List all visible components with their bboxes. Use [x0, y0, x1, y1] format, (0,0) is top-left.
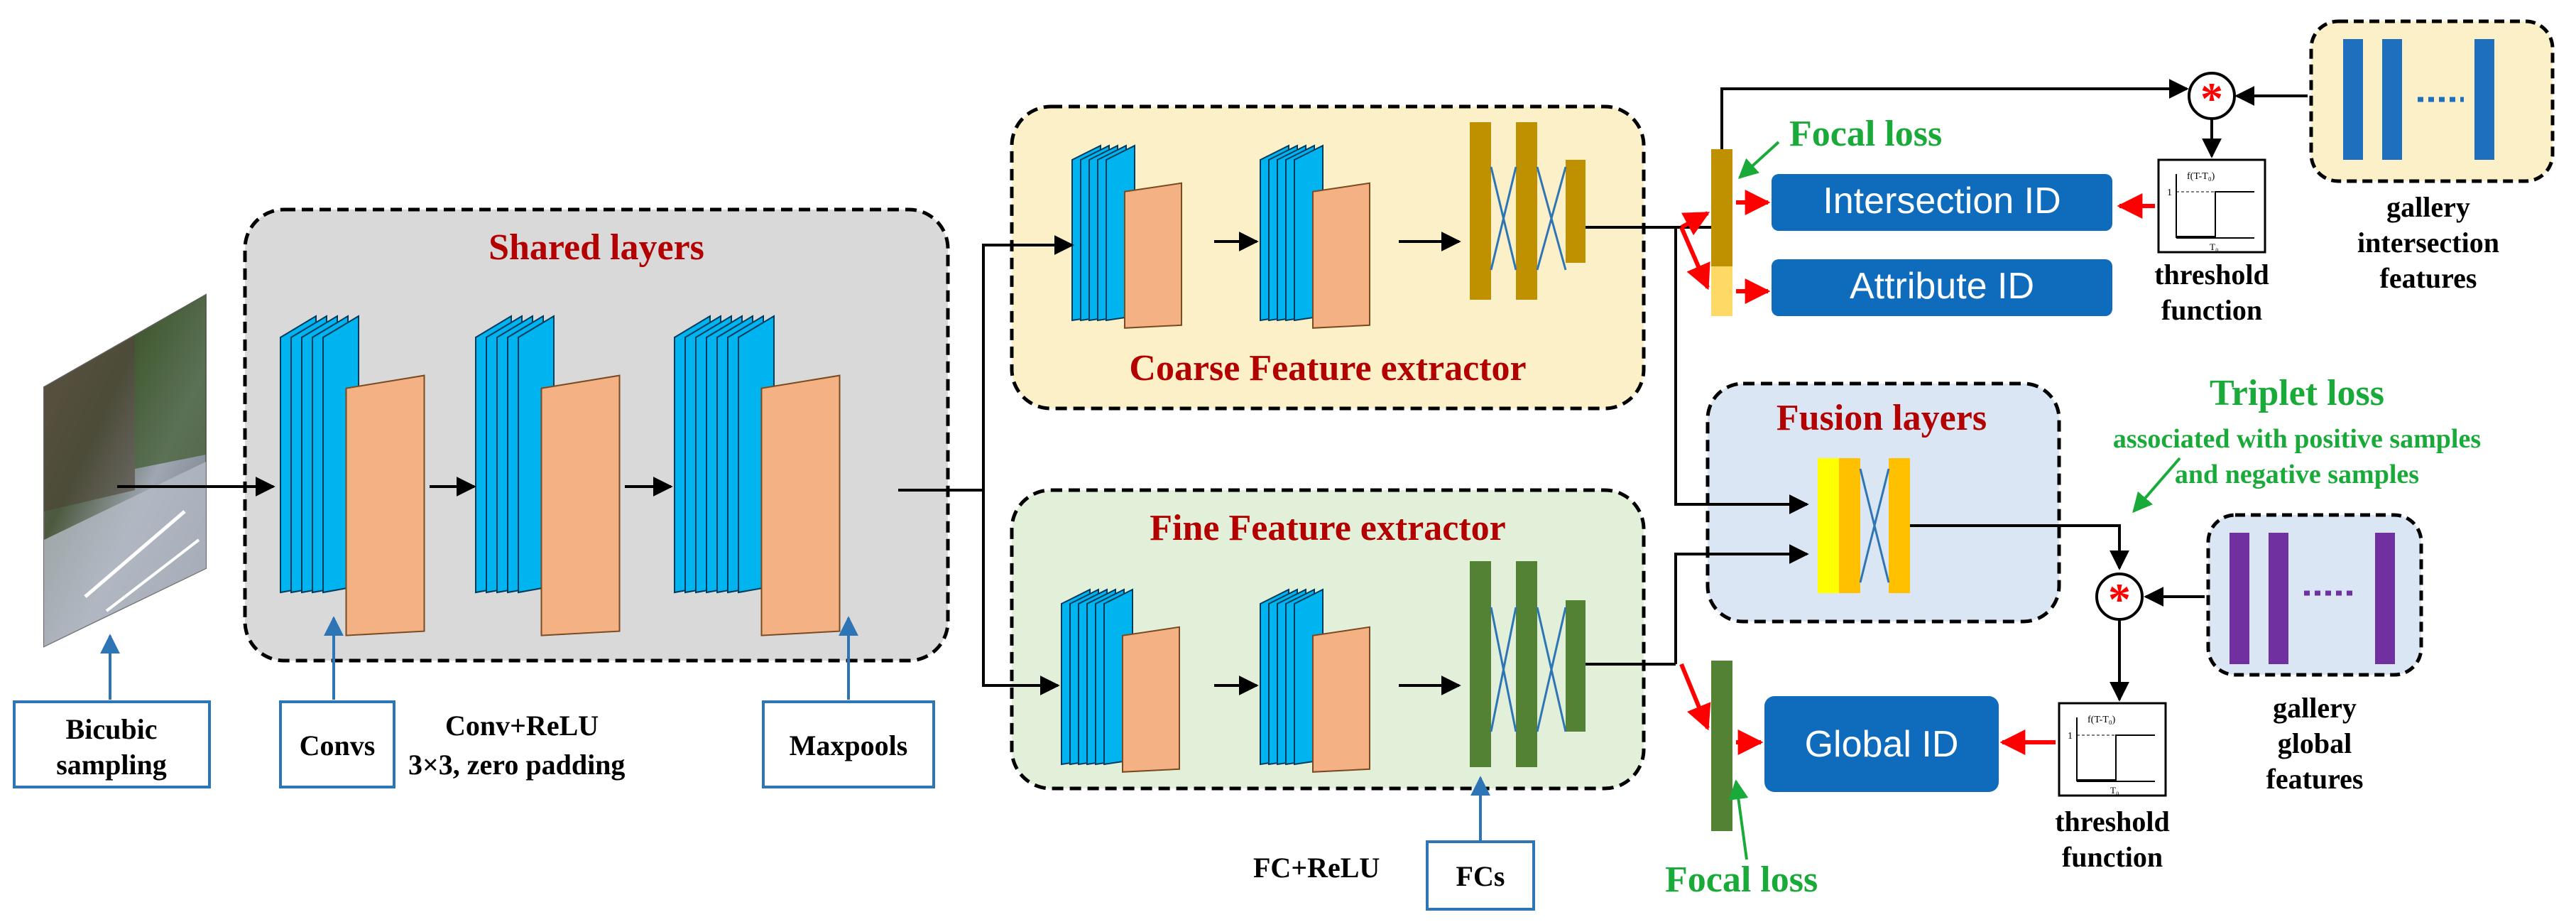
focal-loss-top-label: Focal loss	[1789, 114, 1942, 154]
intersection-id-box	[1772, 174, 2112, 231]
attribute-id-box	[1772, 259, 2112, 316]
fine-stack-1	[1061, 588, 1180, 773]
bicubic-line2: sampling	[56, 749, 167, 781]
attribute-feature-vector	[1711, 266, 1732, 316]
threshold-top-line2: function	[2161, 294, 2262, 326]
multiply-node-top	[2188, 72, 2236, 120]
coarse-conv-stacks	[1071, 144, 1370, 329]
flow-arrows	[117, 79, 2308, 702]
graph-bottom-t0-label: T₀	[2110, 785, 2119, 796]
gallery-global-line3: features	[2266, 763, 2364, 795]
attribute-id-label: Attribute ID	[1850, 266, 2034, 307]
fine-conv-stacks	[1061, 588, 1370, 773]
threshold-bottom-line2: function	[2062, 841, 2163, 873]
global-id-label: Global ID	[1805, 724, 1959, 765]
maxpools-box	[762, 700, 935, 788]
input-street-image	[43, 293, 207, 648]
bicubic-sampling-box	[13, 700, 211, 788]
graph-top-func-label: f(T-T₀)	[2187, 171, 2215, 182]
gallery-intersection-bars	[2343, 39, 2494, 160]
fc-relu-label: FC+ReLU	[1253, 852, 1380, 884]
convs-box	[279, 700, 395, 788]
gallery-inter-line1: gallery	[2386, 191, 2470, 223]
blue-annotation-arrows	[100, 616, 1490, 842]
global-id-box	[1764, 696, 1999, 792]
triplet-loss-sub2: and negative samples	[2175, 460, 2419, 489]
graph-top-t0-label: T₀	[2210, 242, 2218, 252]
shared-stack-1	[280, 315, 425, 636]
multiply-node-bottom	[2095, 573, 2144, 621]
focal-loss-bottom-label: Focal loss	[1665, 859, 1818, 900]
gallery-inter-line2: intersection	[2357, 227, 2499, 259]
coarse-stack-2	[1260, 144, 1370, 329]
global-feature-vector	[1711, 661, 1732, 831]
multiply-node-top-symbol: *	[2200, 73, 2223, 124]
conv-relu-line1: Conv+ReLU	[445, 710, 599, 742]
shared-conv-stacks	[280, 315, 841, 636]
threshold-top-line1: threshold	[2154, 259, 2269, 291]
focal-loss-bottom-arrow	[1728, 779, 1749, 860]
fusion-layers-title: Fusion layers	[1777, 398, 1987, 438]
fine-fc-layers	[1470, 561, 1586, 767]
convs-label: Convs	[300, 730, 376, 761]
gallery-inter-line3: features	[2380, 262, 2477, 294]
shared-layers-title: Shared layers	[489, 227, 704, 268]
coarse-stack-1	[1071, 144, 1182, 329]
gallery-global-bars	[2230, 533, 2395, 664]
fusion-fc-layers	[1818, 458, 1910, 593]
conv-relu-line2: 3×3, zero padding	[408, 749, 625, 781]
shared-stack-2	[475, 315, 621, 636]
fcs-box	[1426, 840, 1535, 911]
graph-bottom-func-label: f(T-T₀)	[2087, 715, 2116, 725]
gallery-global-line2: global	[2278, 727, 2352, 759]
threshold-function-bottom-graph: f(T-T₀) 1 T₀	[2058, 702, 2167, 797]
intersection-id-label: Intersection ID	[1823, 180, 2061, 222]
coarse-fc-layers	[1470, 122, 1586, 300]
coarse-extractor-title: Coarse Feature extractor	[1129, 348, 1526, 389]
maxpools-label: Maxpools	[790, 730, 908, 761]
threshold-function-top-graph: f(T-T₀) 1 T₀	[2157, 158, 2266, 254]
fine-extractor-title: Fine Feature extractor	[1150, 508, 1505, 548]
bicubic-line1: Bicubic	[66, 713, 158, 745]
multiply-node-bottom-symbol: *	[2108, 574, 2131, 624]
graph-bottom-y1-label: 1	[2068, 731, 2073, 742]
triplet-loss-sub1: associated with positive samples	[2113, 424, 2481, 454]
graph-top-y1-label: 1	[2167, 188, 2172, 198]
focal-loss-top-arrow	[1737, 141, 1780, 179]
gallery-global-line1: gallery	[2273, 692, 2357, 724]
fcs-label: FCs	[1456, 860, 1505, 892]
threshold-bottom-line1: threshold	[2055, 806, 2170, 837]
triplet-loss-arrow	[2132, 457, 2181, 514]
coarse-feature-vector	[1711, 149, 1732, 266]
triplet-loss-title: Triplet loss	[2210, 373, 2384, 413]
fine-stack-2	[1260, 588, 1370, 773]
red-output-arrows	[1679, 190, 2155, 755]
